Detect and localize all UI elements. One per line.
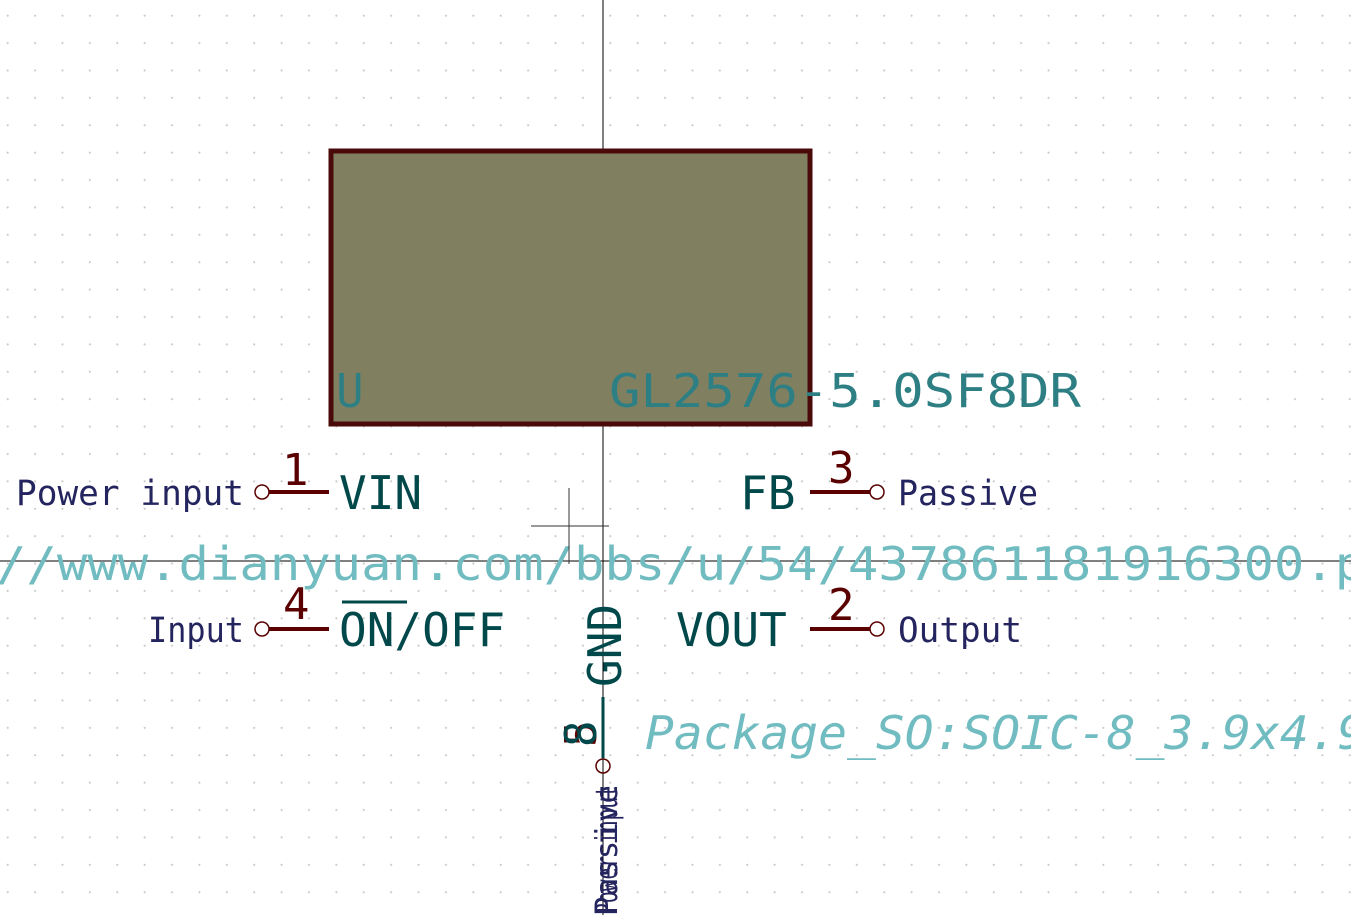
pin-gnd[interactable]: GND 5 8 Power input Passive [556, 604, 632, 915]
pin-gnd-number-a: 5 [556, 721, 607, 748]
pin-4-number: 4 [283, 579, 310, 630]
pin-2-connection-point[interactable] [869, 621, 885, 637]
reference-field[interactable]: U [336, 364, 364, 418]
pin-3[interactable]: 3 FB Passive [740, 443, 1038, 520]
pin-gnd-number-b: 8 [556, 721, 607, 748]
footprint-field[interactable]: Package_SO:SOIC-8_3.9x4.9mm_P1.27mm [645, 706, 1351, 760]
pin-gnd-name: GND [578, 604, 632, 687]
pin-4-name: ON/OFF [339, 603, 505, 657]
pin-gnd-type-a: Power input [590, 785, 625, 915]
cursor-crosshair-icon [531, 488, 609, 564]
pin-2[interactable]: 2 VOUT Output [676, 580, 1022, 657]
pin-4[interactable]: 4 ON/OFF Input [148, 579, 505, 657]
pin-3-connection-point[interactable] [869, 484, 885, 500]
pin-4-name-overbar-part: ON [339, 603, 394, 657]
pin-4-connection-point[interactable] [254, 621, 270, 637]
datasheet-field[interactable]: //www.dianyuan.com/bbs/u/54/437861181916… [0, 537, 1351, 591]
component-body[interactable] [328, 148, 813, 427]
pin-2-number: 2 [828, 580, 855, 631]
value-field[interactable]: GL2576-5.0SF8DR [609, 364, 1081, 418]
pin-3-name: FB [740, 466, 795, 520]
pin-4-type: Input [148, 611, 244, 651]
pin-gnd-connection-point[interactable] [595, 758, 611, 774]
pin-1-number: 1 [282, 445, 309, 496]
pin-1[interactable]: 1 VIN Power input [16, 445, 422, 520]
pin-1-type: Power input [16, 474, 244, 514]
pin-gnd-type-b: Passive [590, 785, 625, 915]
pin-1-name: VIN [339, 466, 422, 520]
pin-3-number: 3 [828, 443, 855, 494]
pin-1-connection-point[interactable] [254, 484, 270, 500]
pin-2-type: Output [898, 611, 1022, 651]
pin-2-name: VOUT [676, 603, 787, 657]
pin-4-name-rest: /OFF [394, 603, 505, 657]
pin-3-type: Passive [898, 474, 1038, 514]
